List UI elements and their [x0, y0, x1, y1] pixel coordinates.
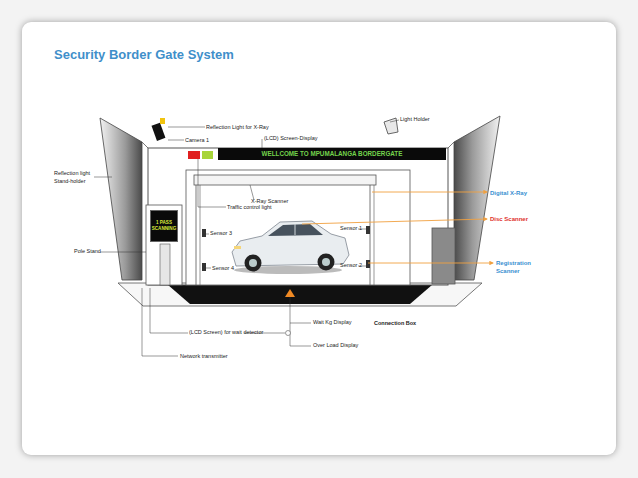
drawing-part	[370, 185, 371, 285]
node-text: WELLCOME TO MPUMALANGA BORDERGATE	[262, 150, 403, 158]
connection-box	[432, 228, 455, 284]
part-label: Camera 1	[185, 137, 209, 145]
base-platform	[118, 283, 482, 306]
drawing-part	[160, 244, 170, 285]
drawing-part	[150, 333, 188, 334]
sensor-3	[202, 229, 206, 237]
part-label: Disc Scanner	[490, 215, 528, 223]
drawing-part	[318, 254, 335, 271]
led-banner: WELLCOME TO MPUMALANGA BORDERGATE	[218, 148, 446, 160]
part-label: Sensor 2	[340, 262, 362, 270]
drawing-part	[290, 346, 311, 347]
drawing-part	[206, 268, 211, 269]
sensor-4	[202, 263, 206, 271]
drawing-part	[249, 259, 257, 267]
part-label: Over Load Display	[313, 342, 358, 350]
drawing-part	[374, 185, 375, 285]
drawing-part	[100, 252, 146, 253]
part-label: Sensor 4	[212, 265, 234, 273]
node-text: SCANNING	[152, 226, 177, 232]
part-label: Wait Kg Display	[313, 319, 352, 327]
drawing-part	[290, 323, 311, 324]
left-fin	[100, 118, 142, 280]
part-label: Connection Box	[374, 320, 416, 328]
drawing-part	[160, 118, 165, 124]
drawing-part	[245, 255, 262, 272]
lcd-screen: 1 PASSSCANNING	[150, 210, 178, 242]
detector-marker	[286, 331, 291, 336]
part-label: Reflection light Stand-holder	[54, 170, 96, 185]
drawing-part	[168, 127, 205, 128]
part-label: Network transmitter	[180, 353, 228, 361]
drawing-part	[372, 192, 487, 193]
part-label: (LCD) Screen-Display	[264, 135, 318, 143]
drawing-part	[390, 120, 399, 122]
weigh-plate	[168, 285, 432, 304]
part-label: Traffic control light	[227, 204, 272, 212]
part-label: Digital X-Ray	[490, 189, 527, 197]
drawing-part	[168, 140, 184, 141]
drawing-part	[150, 288, 151, 333]
gate-opening	[186, 170, 410, 285]
part-label: Reflection Light for X-Ray	[206, 124, 269, 132]
weight-detector	[285, 289, 295, 297]
drawing-part	[200, 185, 201, 285]
drawing-part	[94, 177, 112, 178]
light-holder	[384, 118, 398, 134]
drawing-part	[206, 234, 209, 235]
car-window	[268, 224, 323, 236]
drawing-part	[262, 139, 263, 148]
drawing-part	[368, 263, 493, 264]
camera	[152, 123, 166, 141]
slide-title: Security Border Gate System	[54, 47, 234, 62]
part-label: (LCD Screen) for wait detector	[189, 329, 263, 337]
drawing-part	[142, 142, 148, 148]
traffic-light-red	[188, 151, 200, 159]
drawing-part	[448, 142, 454, 148]
node-text: 1 PASS	[156, 220, 172, 226]
right-fin	[454, 116, 500, 280]
drawing-part	[290, 297, 291, 346]
drawing-part	[250, 185, 254, 200]
part-label: Sensor 1	[340, 225, 362, 233]
drawing-part	[322, 258, 330, 266]
drawing-part	[142, 356, 178, 357]
drawing-part	[142, 288, 143, 356]
drawing-part	[295, 224, 296, 235]
pole-stand	[146, 205, 182, 285]
sensor-2	[366, 260, 370, 268]
part-label: Light Holder	[400, 116, 430, 124]
part-label: Sensor 3	[210, 230, 232, 238]
drawing-part	[302, 219, 487, 224]
sensor-1	[366, 226, 370, 234]
part-label: Registration Scanner	[496, 259, 530, 275]
gate-frame	[148, 148, 448, 285]
drawing-part	[198, 207, 226, 208]
drawing-part	[196, 185, 197, 285]
part-label: Pole Stand	[74, 248, 101, 256]
xray-scanner-bar	[194, 175, 376, 185]
traffic-light-green	[202, 151, 213, 159]
drawing-part	[234, 246, 241, 249]
callout-arrows	[302, 192, 493, 263]
drawing-part	[198, 159, 199, 207]
